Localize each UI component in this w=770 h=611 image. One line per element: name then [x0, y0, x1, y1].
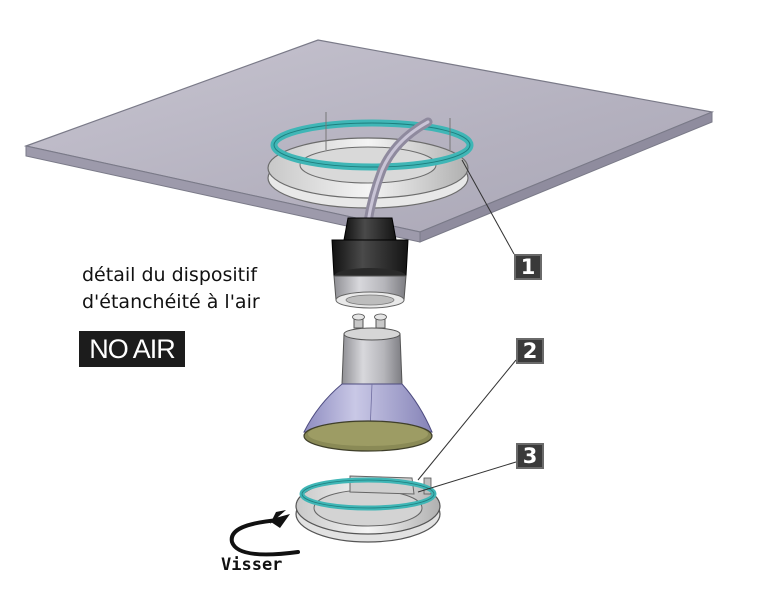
leader-line-1	[461, 159, 515, 255]
rotate-arrow-icon	[229, 510, 300, 557]
marker-3: 3	[516, 443, 544, 469]
ceiling-ring	[267, 112, 474, 209]
caption: détail du dispositif d'étanchéité à l'ai…	[82, 262, 260, 316]
leader-line-3	[417, 461, 517, 493]
caption-line-2: d'étanchéité à l'air	[82, 291, 260, 313]
caption-line-1: détail du dispositif	[82, 264, 258, 286]
marker-1: 1	[514, 254, 542, 280]
marker-2: 2	[516, 338, 544, 364]
lamp-socket	[331, 217, 409, 309]
screw-action-label: Visser	[221, 555, 283, 575]
lamp-pins	[352, 313, 387, 329]
leader-line-2	[417, 359, 517, 481]
halogen-lamp	[303, 327, 433, 452]
ceiling-panel	[23, 39, 715, 243]
trim-ring	[295, 475, 441, 543]
no-air-badge: NO AIR	[79, 331, 185, 367]
